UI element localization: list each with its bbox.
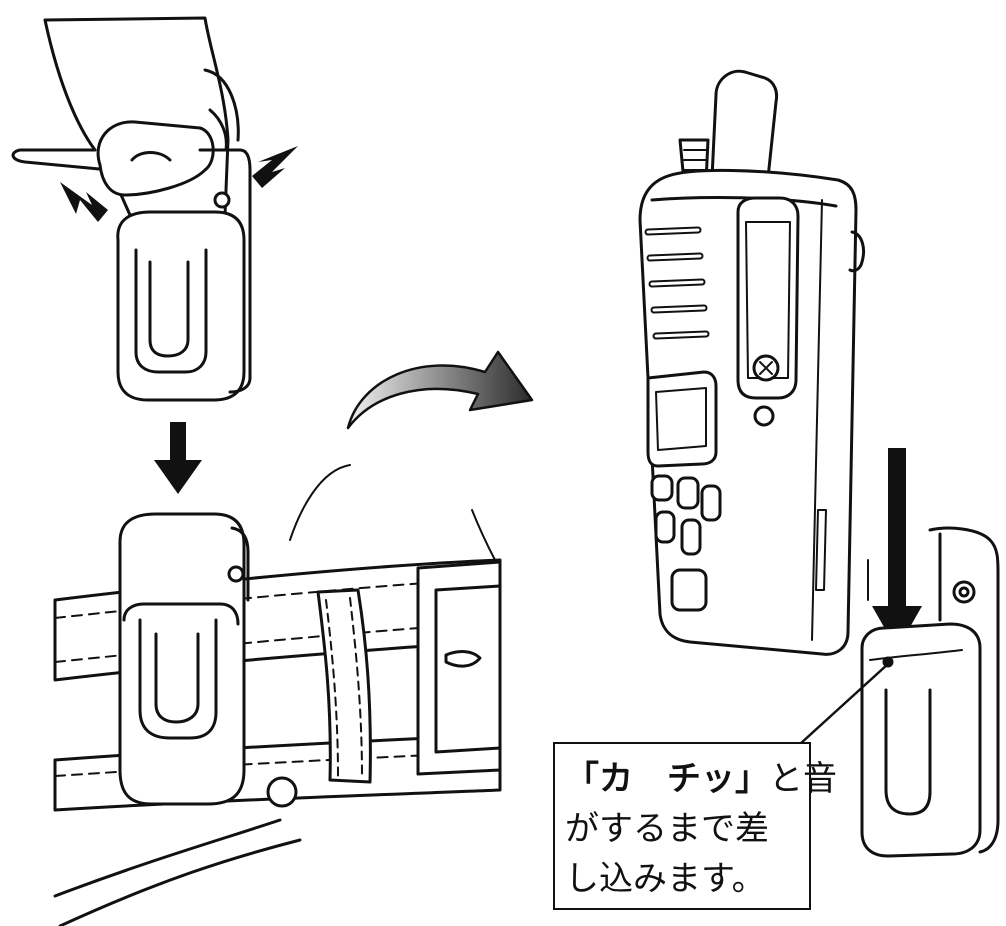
squeeze-arrow-left xyxy=(60,182,108,222)
curved-arrow-icon xyxy=(348,352,532,428)
belt-with-clip xyxy=(55,465,500,926)
callout-line-1-rest: と音 xyxy=(769,759,837,799)
down-arrow-icon xyxy=(154,422,202,494)
radio-transceiver xyxy=(640,71,864,654)
squeeze-arrow-right xyxy=(252,146,298,188)
callout-line-3: し込みます。 xyxy=(565,854,809,904)
insert-down-arrow-icon xyxy=(872,448,922,650)
belt-clip-side xyxy=(862,528,998,856)
callout-line-1: 「カ チッ」と音 xyxy=(565,754,809,804)
hand-squeezing-clip xyxy=(13,18,250,400)
callout-box: 「カ チッ」と音 がするまで差 し込みます。 xyxy=(553,742,811,910)
click-sound-quote: 「カ チッ」 xyxy=(565,759,769,799)
callout-line-2: がするまで差 xyxy=(565,804,809,854)
